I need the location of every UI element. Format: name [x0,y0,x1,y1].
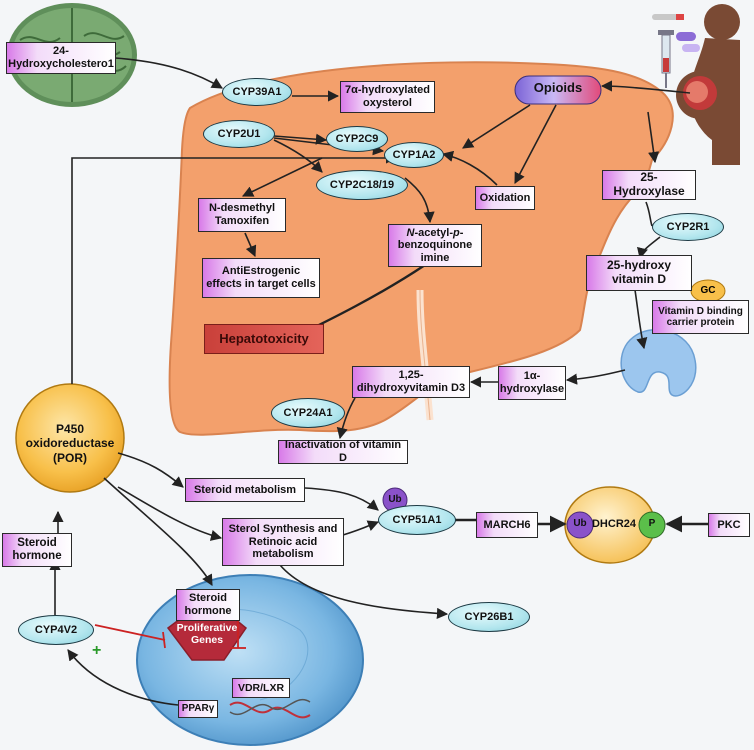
steroid-metabolism-box[interactable]: Steroid metabolism [185,478,305,502]
p-label: P [648,518,656,529]
ub-label-1: Ub [388,494,402,505]
nacetyl-dash: - [459,226,464,239]
ub-label-2: Ub [573,518,587,529]
test-tube-icon [652,14,684,20]
cyp2u1-ellipse[interactable]: CYP2U1 [203,120,275,148]
cyp26b1-ellipse[interactable]: CYP26B1 [448,602,530,632]
march6-box[interactable]: MARCH6 [476,512,538,538]
cyp2r1-ellipse[interactable]: CYP2R1 [652,213,724,241]
pills-icon [676,32,700,52]
n-desmethyl-line-2: Tamoxifen [214,215,270,227]
nacetyl-line-1: N-acetyl-p- [407,227,464,240]
p-circle [638,511,666,539]
nacetyl-p-italic: p [453,226,460,239]
por-circle [15,383,125,493]
cyp2c9-ellipse[interactable]: CYP2C9 [326,126,388,152]
dna-icon [229,699,311,719]
cyp24a1-ellipse[interactable]: CYP24A1 [271,398,345,428]
nacetyl-mid: -acetyl- [414,226,454,239]
por-label[interactable]: P450 oxidoreductase (POR) [25,422,115,465]
hepatotoxicity-box[interactable]: Hepatotoxicity [204,324,324,354]
nucleus-icon [136,574,364,746]
n-desmethyl-tamoxifen-box[interactable]: N-desmethyl Tamoxifen [198,198,286,232]
nacetyl-line-2: benzoquinone [397,239,473,252]
cyp51a1-ellipse[interactable]: CYP51A1 [378,505,456,535]
opioids-label[interactable]: Opioids [533,80,583,95]
oxysterol-box[interactable]: 7α-hydroxylated oxysterol [340,81,435,113]
nacetyl-n-italic: N [406,226,415,239]
steroid-hormone-cell-box[interactable]: Steroid hormone [176,589,240,621]
n-desmethyl-line-1: N-desmethyl [208,202,276,215]
hydroxylase-25-box[interactable]: 25-Hydroxylase [602,170,696,200]
vdr-lxr-box[interactable]: VDR/LXR [232,678,290,698]
cyp1a2-ellipse[interactable]: CYP1A2 [384,142,444,168]
plus-sign: + [92,642,102,659]
pregnant-woman-icon [676,4,740,165]
oxidation-box[interactable]: Oxidation [475,186,535,210]
dhcr24-label[interactable]: DHCR24 [591,518,636,530]
nacetyl-line-3: imine [420,251,450,264]
ub-circle-2 [566,511,594,539]
ppar-gamma-box[interactable]: PPARγ [178,700,218,718]
cyp4v2-ellipse[interactable]: CYP4V2 [18,615,94,645]
proliferative-label[interactable]: Proliferative Genes [176,622,238,647]
vitd-binding-box[interactable]: Vitamin D binding carrier protein [652,300,749,334]
cyp39a1-ellipse[interactable]: CYP39A1 [222,78,292,106]
one-alpha-hydroxylase-box[interactable]: 1α-hydroxylase [498,366,566,400]
syringe-icon [658,30,674,88]
inhibition-layer [94,617,246,649]
hydroxycholesterol-box[interactable]: 24-Hydroxycholestero1 [6,42,116,74]
kidney-icon [620,329,697,397]
pkc-box[interactable]: PKC [708,513,750,537]
sterol-synthesis-box[interactable]: Sterol Synthesis and Retinoic acid metab… [222,518,344,566]
nacetyl-benzoquinone-box[interactable]: N-acetyl-p- benzoquinone imine [388,224,482,267]
inactivation-box[interactable]: Inactivation of vitamin D [278,439,408,464]
hydroxy-vitd-box[interactable]: 25-hydroxy vitamin D [586,255,692,291]
dihydroxy-vitd3-box[interactable]: 1,25-dihydroxyvitamin D3 [352,366,470,398]
cyp2c18-ellipse[interactable]: CYP2C18/19 [316,170,408,200]
antiestrogenic-box[interactable]: AntiEstrogenic effects in target cells [202,258,320,298]
steroid-hormone-left-box[interactable]: Steroid hormone [2,533,72,567]
gc-label: GC [700,285,716,296]
